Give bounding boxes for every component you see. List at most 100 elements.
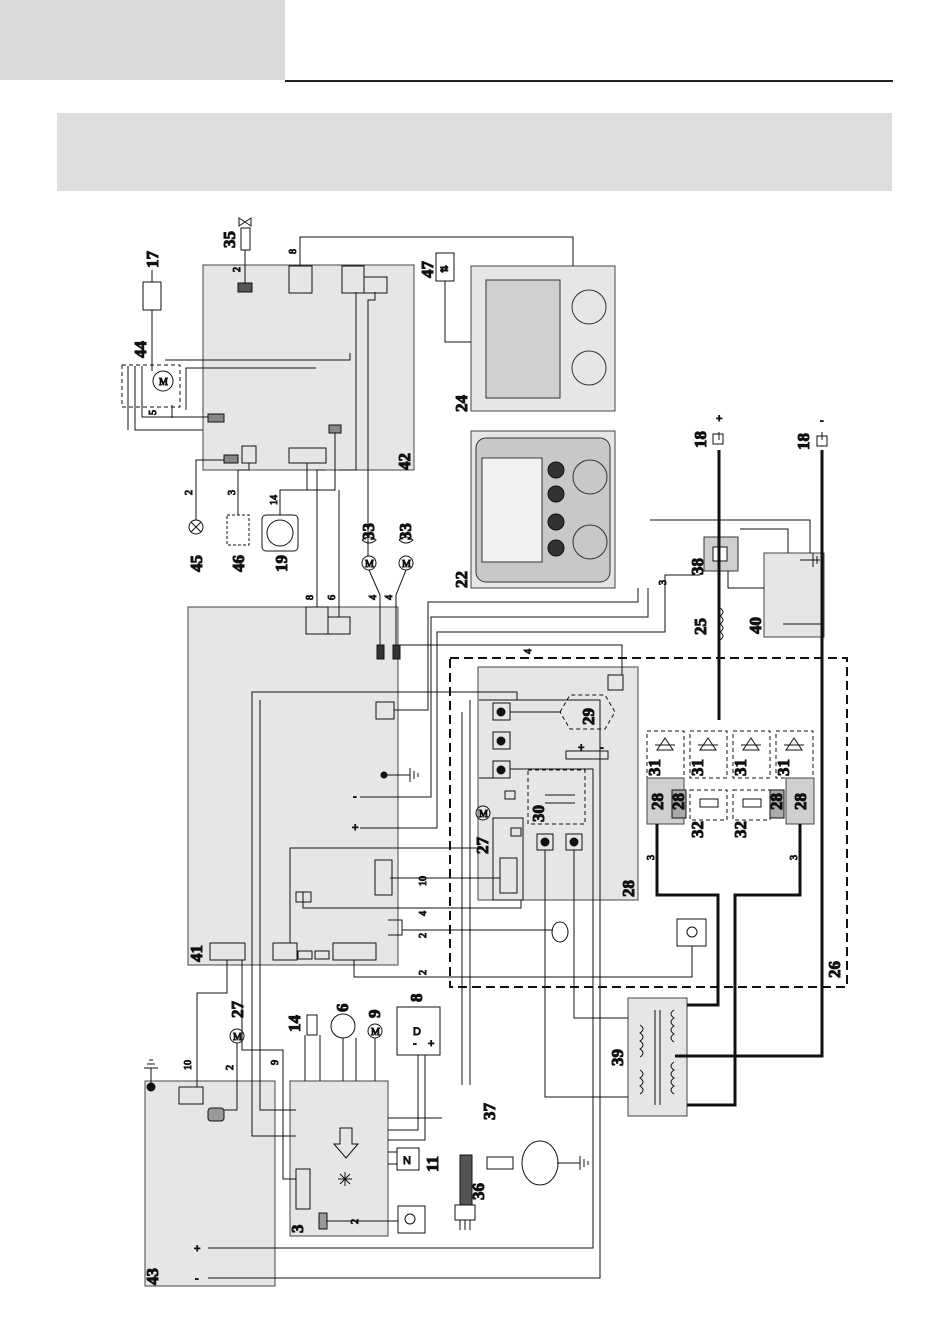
label-41: 41 [187, 945, 206, 962]
wire-count: 2 [418, 933, 429, 938]
power-cable [675, 450, 822, 1056]
power-cable [657, 824, 718, 1005]
wire [317, 470, 325, 607]
wire-count: 8 [288, 249, 299, 254]
wire [740, 529, 788, 553]
label-31c: 31 [731, 759, 750, 776]
wire-count: 2 [225, 1065, 236, 1070]
wire [280, 463, 307, 515]
label-26: 26 [825, 961, 844, 978]
connector [377, 645, 384, 659]
label-28c: 28 [669, 793, 688, 810]
display-24-screen [486, 280, 560, 398]
label-3: 3 [288, 1225, 307, 1234]
connector [224, 455, 238, 463]
wire [728, 571, 764, 588]
module-3 [290, 1081, 388, 1236]
label-31a: 31 [645, 759, 664, 776]
wire-count: 4 [384, 595, 395, 600]
filter [487, 1157, 513, 1169]
terminal-18-plus [713, 434, 723, 444]
label-19: 19 [272, 555, 291, 572]
wire-count: 5 [148, 410, 159, 415]
valve-icon [239, 218, 251, 226]
wire [305, 1035, 375, 1081]
wire [238, 463, 249, 515]
wire-count: 10 [183, 1060, 194, 1070]
polarity-minus: - [195, 1273, 199, 1285]
wire [354, 946, 692, 977]
label-29: 29 [579, 708, 598, 725]
wire [388, 1055, 425, 1140]
wire [462, 700, 470, 1085]
label-28a: 28 [619, 880, 638, 897]
panel-22-screen [482, 458, 542, 562]
component-8-d: D [413, 1026, 421, 1038]
label-28b: 28 [648, 793, 667, 810]
polarity-minus: - [600, 742, 604, 754]
panel-22-button [548, 462, 564, 478]
label-31b: 31 [688, 759, 707, 776]
wire [445, 281, 471, 342]
motor-44-m: M [159, 377, 168, 388]
terminal-dot [570, 838, 578, 846]
panel-22-button [548, 540, 564, 556]
terminal-dot [497, 766, 505, 774]
ring-filter [522, 1141, 558, 1185]
label-32b: 32 [731, 821, 750, 838]
label-33a: 33 [359, 523, 378, 540]
wire-count: 8 [305, 595, 316, 600]
ring-filter [552, 922, 568, 942]
label-11: 11 [423, 1156, 442, 1172]
wire-count: 3 [646, 855, 657, 860]
label-17: 17 [143, 251, 162, 269]
label-39: 39 [608, 1049, 627, 1066]
label-35: 35 [220, 231, 239, 248]
label-30: 30 [529, 805, 548, 822]
polarity-minus: - [820, 415, 824, 427]
label-38: 38 [688, 558, 707, 575]
key-switch [677, 919, 706, 946]
wire-count: 2 [350, 1219, 361, 1224]
label-28e: 28 [791, 793, 810, 810]
ground-dot [147, 1083, 155, 1091]
terminal-dot [541, 838, 549, 846]
wire-count: 10 [418, 876, 429, 886]
component-11-n: N [403, 1155, 411, 1167]
polarity-plus: + [716, 413, 722, 425]
label-33b: 33 [396, 523, 415, 540]
label-47: 47 [418, 261, 437, 279]
component-14 [307, 1015, 317, 1035]
terminal-dot [497, 737, 505, 745]
wire-count: 2 [232, 267, 243, 272]
connector [238, 283, 252, 292]
key-icon [405, 1214, 415, 1224]
connector [208, 1108, 224, 1121]
diode-symbol [698, 738, 718, 750]
panel-22-button [548, 514, 564, 530]
panel-22-button [548, 486, 564, 502]
connector [319, 1213, 327, 1229]
polarity-plus: + [194, 1243, 200, 1255]
polarity-minus: - [353, 791, 357, 803]
label-40: 40 [746, 617, 765, 634]
terminal-dot [497, 708, 505, 716]
diode-symbol [655, 738, 675, 750]
wire-count: 3 [658, 580, 669, 585]
power-cable [687, 824, 800, 1105]
label-9: 9 [365, 1010, 384, 1019]
pump-6 [331, 1014, 355, 1038]
wire-count: 2 [184, 490, 195, 495]
component-35 [241, 228, 250, 250]
wire [388, 1152, 397, 1164]
label-18b: 18 [794, 433, 813, 450]
label-24: 24 [452, 395, 471, 413]
diode-symbol [741, 738, 761, 750]
label-6: 6 [333, 1004, 352, 1013]
module-32b [733, 790, 770, 820]
label-43: 43 [143, 1268, 162, 1285]
label-37: 37 [480, 1103, 499, 1121]
label-42: 42 [395, 453, 414, 470]
key-switch [398, 1206, 425, 1233]
